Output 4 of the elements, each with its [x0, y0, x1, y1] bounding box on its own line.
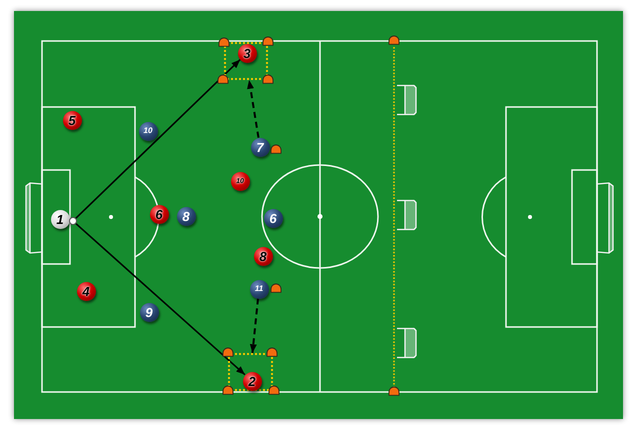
dashed-arrow: [247, 80, 260, 138]
arrow: [75, 59, 241, 219]
arrow: [75, 223, 246, 376]
dashed-arrow: [250, 298, 260, 354]
